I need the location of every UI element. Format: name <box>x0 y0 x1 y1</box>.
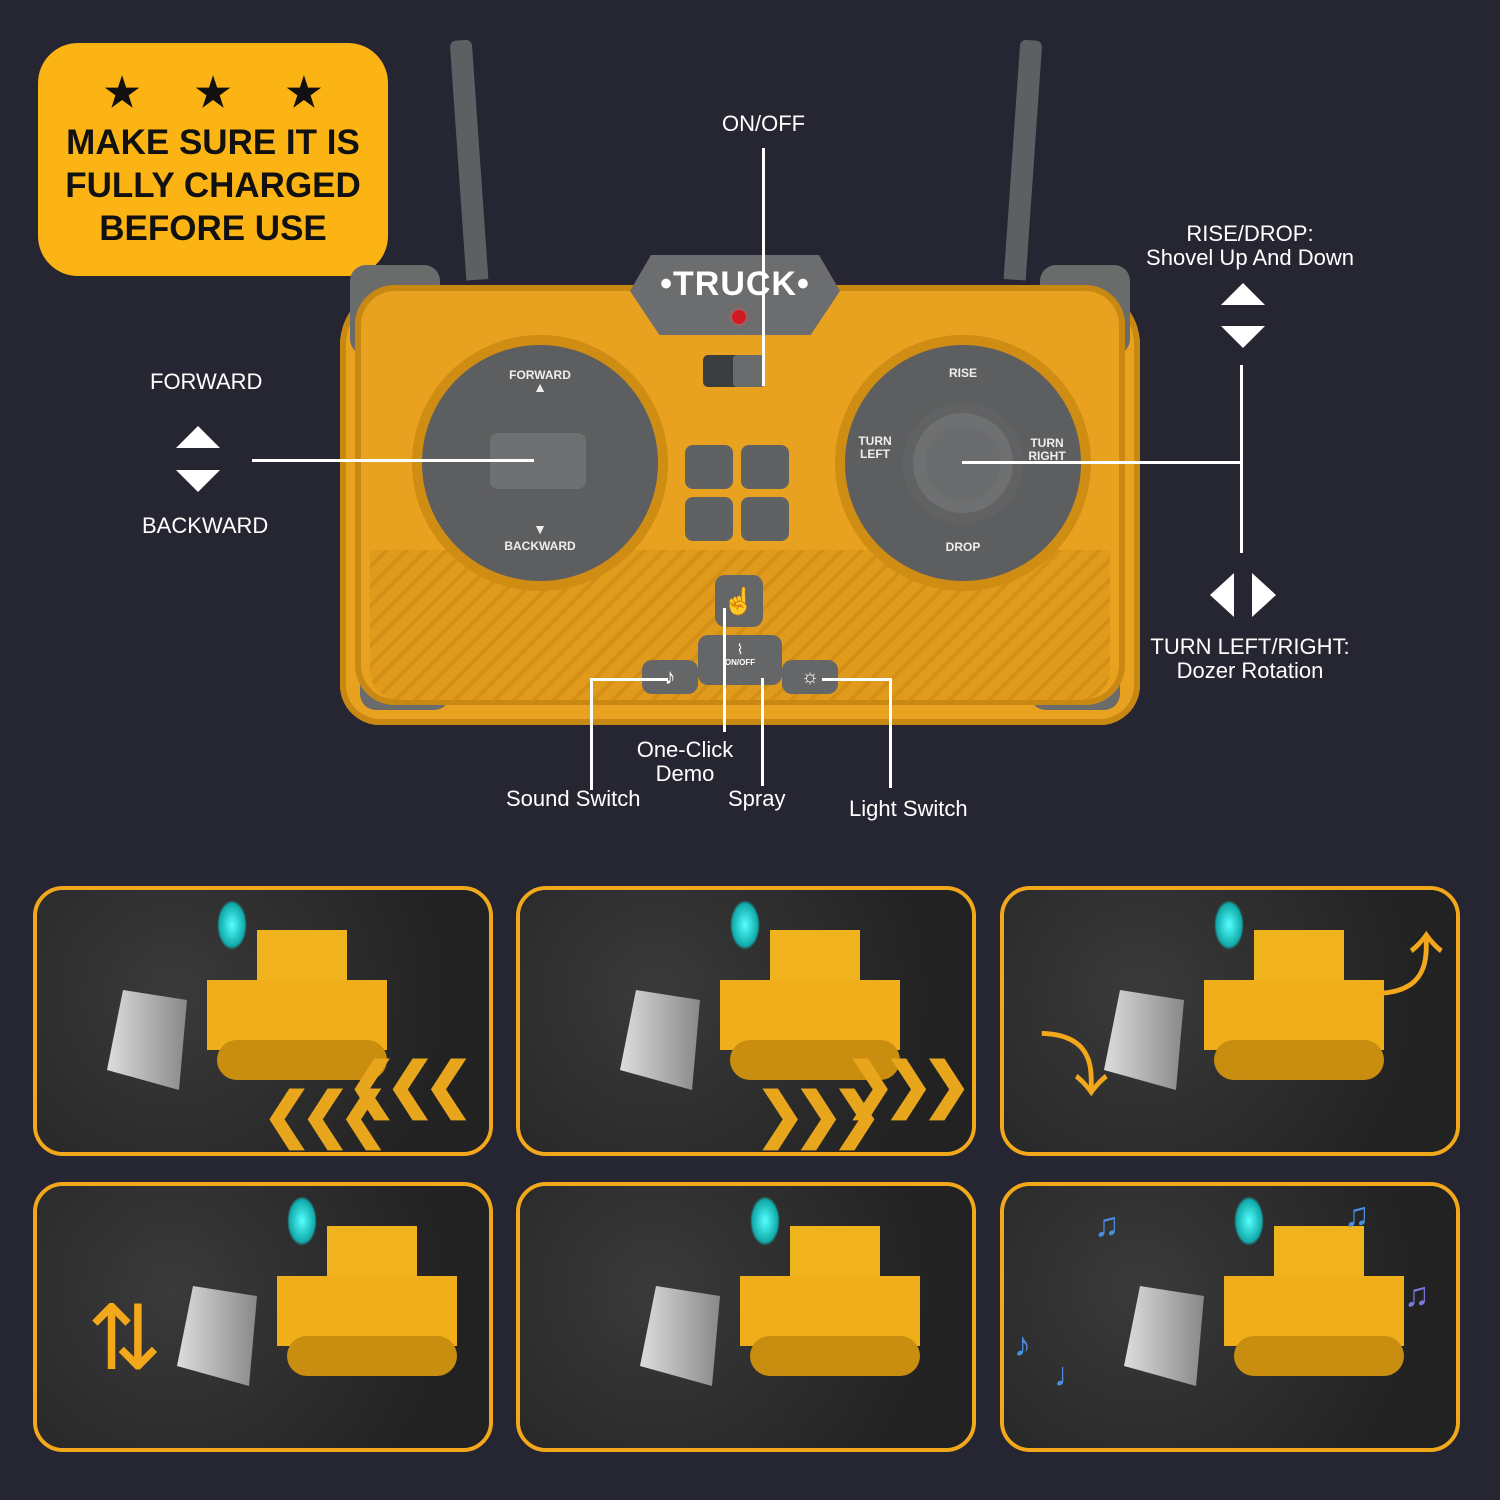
bulldozer-image <box>107 900 387 1090</box>
callout-demo-line1: One-Click <box>636 737 734 762</box>
brand-label: •TRUCK• <box>660 265 810 303</box>
down-arrow-icon: ▼ <box>533 521 547 537</box>
chevron-left-icon: ❮❮❮ <box>262 1081 389 1148</box>
sound-button[interactable]: ♪ <box>642 660 698 694</box>
spray-icon: ⌇ <box>736 641 744 657</box>
photo-panel-rotation: ⤵ ⤴ <box>1000 886 1460 1156</box>
turn-right-label: TURN RIGHT <box>1028 436 1066 463</box>
up-down-arrow-icon: ⇅ <box>87 1289 163 1389</box>
remote-controller: •TRUCK• FORWARD ▲ ▼ BACKWARD RISE TURN L… <box>340 39 1140 725</box>
bulldozer-image <box>177 1196 457 1386</box>
leader-line-right-vertical <box>1240 365 1243 553</box>
drive-stick[interactable]: FORWARD ▲ ▼ BACKWARD <box>412 335 668 591</box>
music-note-icon: ♫ <box>1094 1206 1120 1244</box>
photo-panel-sound: ♫ ♪ ♩ ♫ ♫ <box>1000 1182 1460 1452</box>
music-note-icon: ♩ <box>1054 1356 1088 1394</box>
callout-light: Light Switch <box>849 796 968 821</box>
down-triangle-icon <box>176 470 220 492</box>
up-triangle-icon <box>1221 283 1265 305</box>
callout-backward: BACKWARD <box>142 513 269 538</box>
bulldozer-image <box>620 900 900 1090</box>
direction-pad[interactable] <box>685 445 795 545</box>
hand-pointer-icon: ☝ <box>722 586 756 616</box>
chevron-right-icon: ❯❯❯ <box>845 1051 972 1118</box>
turn-left-label: TURN LEFT <box>858 434 892 461</box>
spray-button[interactable]: ⌇ ON/OFF <box>698 635 782 685</box>
music-note-icon: ♫ <box>1404 1276 1430 1314</box>
down-triangle-icon <box>1221 326 1265 348</box>
leader-line-demo <box>723 608 726 732</box>
left-triangle-icon <box>1210 573 1234 617</box>
leader-line-forward-backward <box>252 459 534 462</box>
badge-line-2: FULLY CHARGED <box>65 166 361 205</box>
callout-on-off: ON/OFF <box>722 111 806 136</box>
callout-rise-drop-desc: Shovel Up And Down <box>1146 245 1354 270</box>
photo-panel-light <box>516 1182 976 1452</box>
leader-line-right-stick <box>962 461 1242 464</box>
spray-button-label: ON/OFF <box>724 658 756 667</box>
leader-line-spray <box>761 678 764 786</box>
music-note-icon: ♪ <box>1014 1326 1031 1364</box>
leader-line-light-h <box>822 678 892 681</box>
callout-rise-drop-title: RISE/DROP: <box>1186 221 1314 246</box>
power-switch[interactable] <box>703 355 765 387</box>
photo-panel-forward: ❮❮❮ ❮❮❮ <box>33 886 493 1156</box>
badge-line-3: BEFORE USE <box>99 209 327 248</box>
backward-label: BACKWARD <box>504 539 576 553</box>
chevron-left-icon: ❮❮❮ <box>347 1051 474 1118</box>
power-led <box>732 310 746 324</box>
badge-line-1: MAKE SURE IT IS <box>66 123 360 162</box>
drop-label: DROP <box>945 540 981 554</box>
right-antenna <box>1003 39 1043 281</box>
power-switch-knob[interactable] <box>733 355 765 387</box>
leader-line-light <box>889 678 892 788</box>
left-antenna <box>449 39 489 281</box>
dpad-down-left[interactable] <box>685 497 733 541</box>
forward-label: FORWARD <box>509 368 571 382</box>
rise-label: RISE <box>948 366 977 380</box>
dpad-up-right[interactable] <box>741 445 789 489</box>
callout-demo-line2: Demo <box>655 761 715 786</box>
chevron-right-icon: ❯❯❯ <box>755 1081 882 1148</box>
right-triangle-icon <box>1252 573 1276 617</box>
callout-turn-desc: Dozer Rotation <box>1176 658 1324 683</box>
light-bulb-icon: ☼ <box>800 666 820 688</box>
demo-button[interactable]: ☝ <box>715 575 763 627</box>
photo-panel-shovel: ⇅ <box>33 1182 493 1452</box>
warning-badge: ★ ★ ★ MAKE SURE IT IS FULLY CHARGED BEFO… <box>38 43 388 276</box>
callout-spray: Spray <box>728 786 786 811</box>
photo-panel-backward: ❯❯❯ ❯❯❯ <box>516 886 976 1156</box>
star-rating-icons: ★ ★ ★ <box>104 71 344 115</box>
leader-line-on-off <box>762 148 765 386</box>
callout-forward: FORWARD <box>150 369 263 394</box>
bulldozer-image <box>640 1196 920 1386</box>
bulldozer-image <box>1124 1196 1404 1386</box>
callout-sound: Sound Switch <box>506 786 641 811</box>
up-arrow-icon: ▲ <box>533 379 547 395</box>
leader-line-sound <box>590 678 593 790</box>
music-note-icon: ♪ <box>664 664 676 689</box>
callout-turn-title: TURN LEFT/RIGHT: <box>1150 634 1350 659</box>
dpad-down-right[interactable] <box>741 497 789 541</box>
bulldozer-image <box>1104 900 1384 1090</box>
rotate-arrow-icon: ⤴ <box>1374 927 1444 1005</box>
music-note-icon: ♫ <box>1344 1196 1370 1234</box>
dpad-up-left[interactable] <box>685 445 733 489</box>
rotate-arrow-icon: ⤵ <box>1039 1027 1109 1105</box>
up-triangle-icon <box>176 426 220 448</box>
leader-line-sound-h <box>590 678 668 681</box>
light-button[interactable]: ☼ <box>782 660 838 694</box>
